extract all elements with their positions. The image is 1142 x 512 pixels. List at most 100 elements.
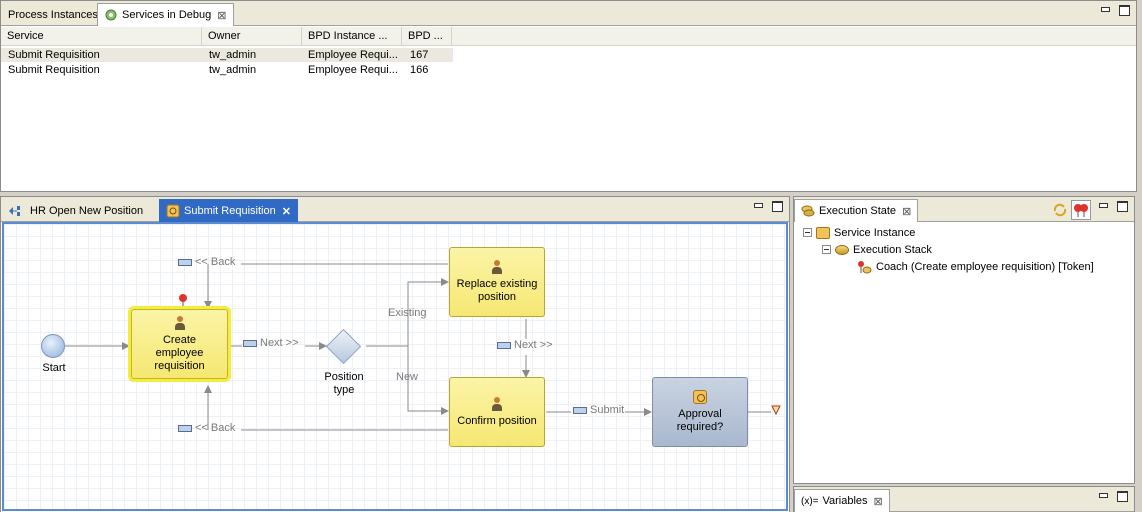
cell-bpd-instance: Employee Requi... — [308, 64, 398, 76]
collapse-toggle-icon[interactable] — [803, 228, 812, 237]
tab-label: Services in Debug — [122, 9, 212, 21]
diagram-canvas[interactable]: Start Create employee requisition Positi… — [2, 222, 788, 511]
person-icon — [174, 315, 186, 330]
tab-label: Variables — [822, 495, 868, 507]
cell-bpd-instance: Employee Requi... — [308, 49, 398, 61]
tab-submit-requisition[interactable]: Submit Requisition ✕ — [159, 199, 298, 222]
tree-item-execution-stack[interactable]: Execution Stack — [822, 241, 932, 258]
editor-tabbar: HR Open New Position Submit Requisition … — [1, 197, 789, 222]
maximize-icon[interactable] — [1117, 201, 1128, 212]
minimize-icon[interactable] — [1098, 491, 1109, 502]
flow-flag-icon — [573, 406, 587, 414]
flow-label-text: Submit — [590, 404, 625, 416]
cell-bpd: 166 — [410, 64, 429, 76]
person-icon — [491, 396, 503, 411]
task-label: Approval required? — [676, 408, 724, 433]
column-header-owner[interactable]: Owner — [202, 27, 302, 46]
window-buttons — [753, 201, 783, 212]
flow-label-existing[interactable]: Existing — [388, 307, 427, 319]
tab-process-instances[interactable]: Process Instances — [1, 3, 105, 26]
table-row[interactable]: Submit Requisition tw_admin Employee Req… — [1, 63, 453, 77]
execution-state-panel: Execution State ⊠ Service Instance Execu… — [793, 196, 1135, 484]
task-label: Replace existing position — [456, 278, 538, 303]
task-replace-existing-position[interactable]: Replace existing position — [449, 247, 545, 317]
flow-flag-icon — [497, 341, 511, 349]
gateway-label: Position type — [324, 371, 364, 396]
flow-connectors — [65, 263, 771, 431]
minimize-icon[interactable] — [1100, 5, 1111, 16]
execution-tabbar: Execution State ⊠ — [794, 197, 1134, 222]
flow-label-back-top[interactable]: << Back — [178, 256, 235, 268]
close-icon[interactable]: ⊠ — [902, 205, 912, 218]
window-buttons — [1098, 201, 1128, 212]
variables-panel: (x)= Variables ⊠ — [793, 486, 1135, 512]
cell-service: Submit Requisition — [8, 49, 100, 61]
token-icon — [858, 260, 872, 273]
token-marker-icon — [178, 294, 188, 311]
task-label: Create employee requisition — [154, 333, 205, 372]
maximize-icon[interactable] — [772, 201, 783, 212]
flow-flag-icon — [178, 424, 192, 432]
start-label: Start — [42, 362, 66, 374]
tab-execution-state[interactable]: Execution State ⊠ — [794, 199, 919, 222]
flow-label-next-2[interactable]: Next >> — [497, 339, 553, 351]
flow-flag-icon — [243, 339, 257, 347]
table-header: Service Owner BPD Instance ... BPD ... — [1, 27, 1136, 46]
variables-icon: (x)= — [801, 495, 819, 507]
start-event[interactable] — [41, 334, 65, 358]
service-task-icon — [693, 390, 707, 404]
table-row[interactable]: Submit Requisition tw_admin Employee Req… — [1, 48, 453, 62]
flow-label-text: Existing — [388, 307, 427, 319]
tab-hr-open-new-position[interactable]: HR Open New Position — [1, 199, 150, 222]
decision-gateway[interactable] — [325, 328, 362, 365]
process-icon — [9, 206, 20, 216]
task-approval-required[interactable]: Approval required? — [652, 377, 748, 447]
top-tabbar: Process Instances Services in Debug ⊠ — [1, 1, 1136, 26]
tab-label: HR Open New Position — [30, 205, 144, 217]
column-header-service[interactable]: Service — [1, 27, 202, 46]
column-header-bpd-instance[interactable]: BPD Instance ... — [302, 27, 402, 46]
flow-label-text: << Back — [195, 256, 236, 268]
cell-service: Submit Requisition — [8, 64, 100, 76]
refresh-icon[interactable] — [1052, 202, 1068, 221]
tab-variables[interactable]: (x)= Variables ⊠ — [794, 489, 890, 512]
flow-label-next-1[interactable]: Next >> — [243, 337, 299, 349]
collapse-toggle-icon[interactable] — [822, 245, 831, 254]
flow-flag-icon — [178, 258, 192, 266]
window-buttons — [1098, 491, 1128, 502]
tree-item-coach-token[interactable]: Coach (Create employee requisition) [Tok… — [856, 258, 1094, 275]
close-icon[interactable]: ⊠ — [873, 495, 883, 508]
tab-label: Process Instances — [8, 9, 98, 21]
tree-item-label: Service Instance — [834, 226, 916, 239]
flow-label-submit[interactable]: Submit — [573, 404, 624, 416]
close-icon[interactable]: ✕ — [281, 205, 291, 218]
minimize-icon[interactable] — [753, 201, 764, 212]
cell-owner: tw_admin — [209, 64, 257, 76]
breakpoints-icon[interactable] — [1071, 200, 1091, 220]
maximize-icon[interactable] — [1117, 491, 1128, 502]
maximize-icon[interactable] — [1119, 5, 1130, 16]
task-confirm-position[interactable]: Confirm position — [449, 377, 545, 447]
tree-item-service-instance[interactable]: Service Instance — [803, 224, 915, 241]
service-instance-icon — [816, 226, 830, 239]
services-in-debug-panel: Process Instances Services in Debug ⊠ Se… — [0, 0, 1137, 192]
flow-label-new[interactable]: New — [396, 371, 418, 383]
execution-stack-icon — [835, 244, 849, 255]
flow-label-text: Next >> — [260, 337, 299, 349]
diagram-editor-panel: HR Open New Position Submit Requisition … — [0, 196, 790, 512]
task-create-employee-requisition[interactable]: Create employee requisition — [131, 309, 228, 379]
minimize-icon[interactable] — [1098, 201, 1109, 212]
tab-label: Execution State — [819, 205, 897, 217]
cell-bpd: 167 — [410, 49, 429, 61]
tab-services-in-debug[interactable]: Services in Debug ⊠ — [97, 3, 234, 26]
close-icon[interactable]: ⊠ — [217, 9, 227, 22]
flow-label-text: New — [396, 371, 419, 383]
column-header-bpd[interactable]: BPD ... — [402, 27, 452, 46]
flow-label-text: Next >> — [514, 339, 553, 351]
service-icon — [166, 204, 180, 218]
flow-label-back-bottom[interactable]: << Back — [178, 422, 235, 434]
cell-owner: tw_admin — [209, 49, 257, 61]
flow-label-text: << Back — [195, 422, 236, 434]
tree-item-label: Coach (Create employee requisition) [Tok… — [876, 260, 1094, 273]
intermediate-event-icon — [771, 405, 781, 418]
